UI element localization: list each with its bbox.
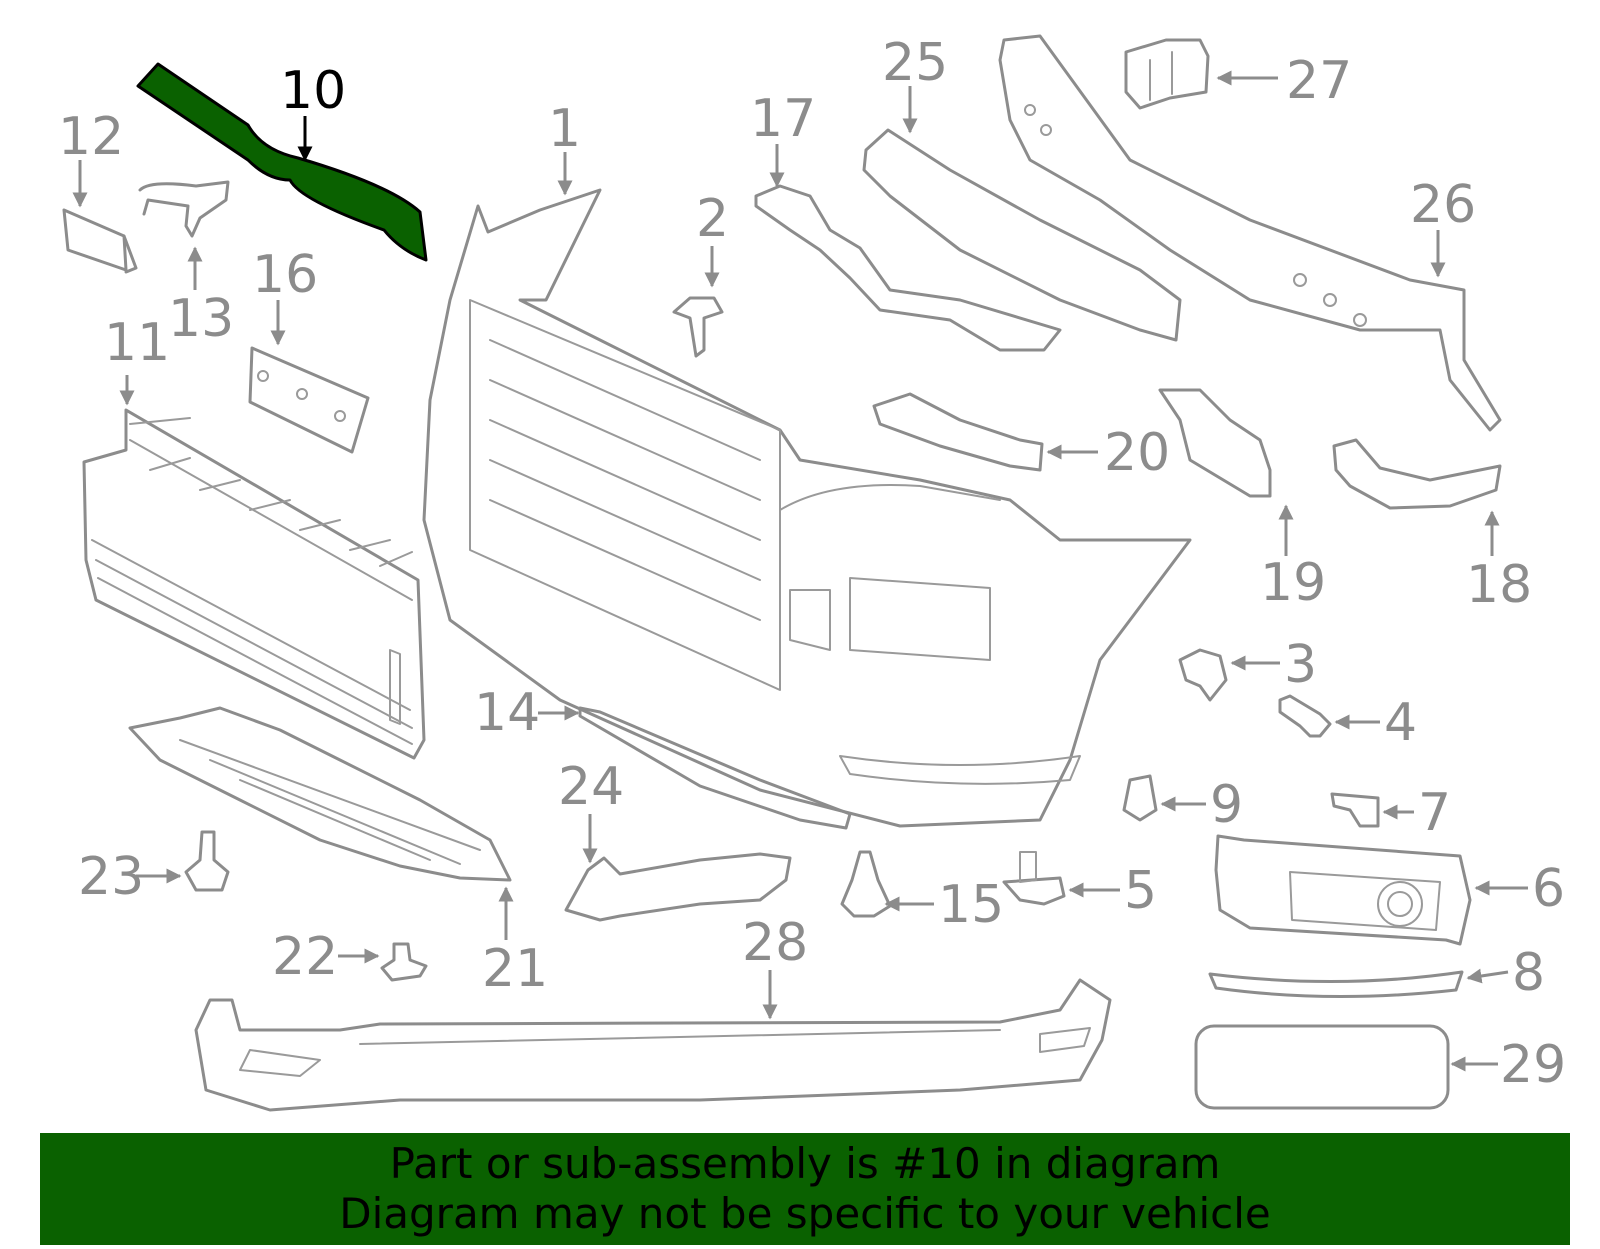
callout-labels: 1 2 3 4 5 6 7 8 9 10 11 12 13 14 15 16 1…	[58, 33, 1566, 1095]
part-23-bolt[interactable]	[184, 830, 230, 892]
part-13-bracket[interactable]	[138, 180, 230, 238]
callout-20: 20	[1104, 423, 1170, 483]
part-25-absorber[interactable]	[862, 128, 1182, 342]
callout-3: 3	[1284, 635, 1317, 695]
callout-arrows	[72, 70, 1528, 1072]
part-9-clip[interactable]	[1122, 774, 1158, 822]
callout-7: 7	[1418, 783, 1451, 843]
part-4-bolt[interactable]	[1278, 694, 1332, 738]
part-18-bracket[interactable]	[1332, 438, 1502, 510]
callout-9: 9	[1210, 775, 1243, 835]
callout-18: 18	[1466, 555, 1532, 615]
callout-14: 14	[474, 683, 540, 743]
part-17-retainer[interactable]	[754, 184, 1062, 352]
part-8-molding-strip[interactable]	[1208, 970, 1464, 999]
banner-disclaimer: Diagram may not be specific to your vehi…	[339, 1189, 1271, 1238]
part-21-under-cover[interactable]	[128, 706, 512, 882]
part-22-clip[interactable]	[380, 942, 428, 982]
callout-23: 23	[78, 847, 144, 907]
part-5-clip[interactable]	[1002, 851, 1066, 906]
callout-12: 12	[58, 107, 124, 167]
callout-28: 28	[742, 913, 808, 973]
part-20-bracket[interactable]	[872, 392, 1044, 472]
callout-13: 13	[168, 289, 234, 349]
part-27-bracket[interactable]	[1124, 38, 1210, 110]
callout-22: 22	[272, 927, 338, 987]
part-1-bumper-cover[interactable]	[422, 188, 1192, 828]
part-11-grille[interactable]	[82, 408, 426, 760]
callout-11: 11	[104, 313, 170, 373]
callout-2: 2	[696, 189, 729, 249]
part-16-license-bracket[interactable]	[248, 346, 370, 454]
callout-17: 17	[750, 89, 816, 149]
callout-21: 21	[482, 939, 548, 999]
callout-26: 26	[1410, 175, 1476, 235]
callout-16: 16	[252, 245, 318, 305]
part-24-bracket[interactable]	[564, 852, 792, 922]
callout-24: 24	[558, 757, 624, 817]
callout-25: 25	[882, 33, 948, 93]
callout-15: 15	[938, 875, 1004, 935]
callout-19: 19	[1260, 553, 1326, 613]
callout-27: 27	[1286, 51, 1352, 111]
part-26-reinforcement[interactable]	[998, 34, 1502, 432]
part-3-seal[interactable]	[1178, 648, 1228, 702]
part-14-strip[interactable]	[578, 706, 852, 830]
part-12-cap[interactable]	[62, 208, 138, 274]
callout-29: 29	[1500, 1035, 1566, 1095]
part-7-clip[interactable]	[1330, 792, 1380, 828]
callout-10-highlighted: 10	[280, 61, 346, 121]
callout-1: 1	[548, 99, 581, 159]
callout-6: 6	[1532, 859, 1565, 919]
callout-4: 4	[1384, 693, 1417, 753]
callout-8: 8	[1512, 943, 1545, 1003]
part-2-clip[interactable]	[672, 296, 724, 358]
part-29-cover-plate[interactable]	[1194, 1024, 1450, 1110]
part-19-bracket[interactable]	[1158, 388, 1272, 498]
part-10-grille-molding[interactable]	[136, 62, 428, 262]
part-6-fog-bezel[interactable]	[1214, 834, 1472, 946]
info-banner: Part or sub-assembly is #10 in diagram D…	[40, 1133, 1570, 1245]
part-15-clip[interactable]	[840, 850, 892, 918]
banner-part-note: Part or sub-assembly is #10 in diagram	[389, 1139, 1221, 1188]
part-28-lower-spoiler[interactable]	[194, 978, 1112, 1112]
callout-5: 5	[1124, 861, 1157, 921]
